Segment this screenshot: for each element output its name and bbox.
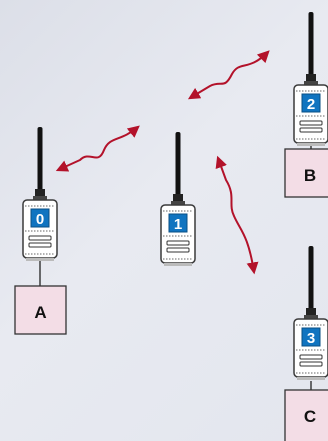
wireless-radio-modem-icon [293,245,328,381]
wireless-links [55,50,270,275]
device-3: 3 [293,245,328,381]
host-B: B [284,148,328,198]
device-id-1: 1 [174,216,182,233]
link-0-1 [55,125,140,172]
host-A: A [14,285,67,335]
wireless-radio-modem-icon [293,11,328,147]
link-1-3 [215,155,259,275]
device-1: 1 [160,131,196,267]
host-C: C [284,389,328,441]
device-2: 2 [293,11,328,147]
device-id-2: 2 [307,96,315,113]
host-label-B: B [304,166,316,185]
device-0: 0 [22,126,58,262]
wireless-radio-modem-icon [160,131,196,267]
wireless-radio-modem-icon [22,126,58,262]
host-label-C: C [304,407,316,426]
device-id-3: 3 [307,330,315,347]
device-id-0: 0 [36,211,44,228]
host-label-A: A [34,303,46,322]
link-1-2 [187,50,270,100]
